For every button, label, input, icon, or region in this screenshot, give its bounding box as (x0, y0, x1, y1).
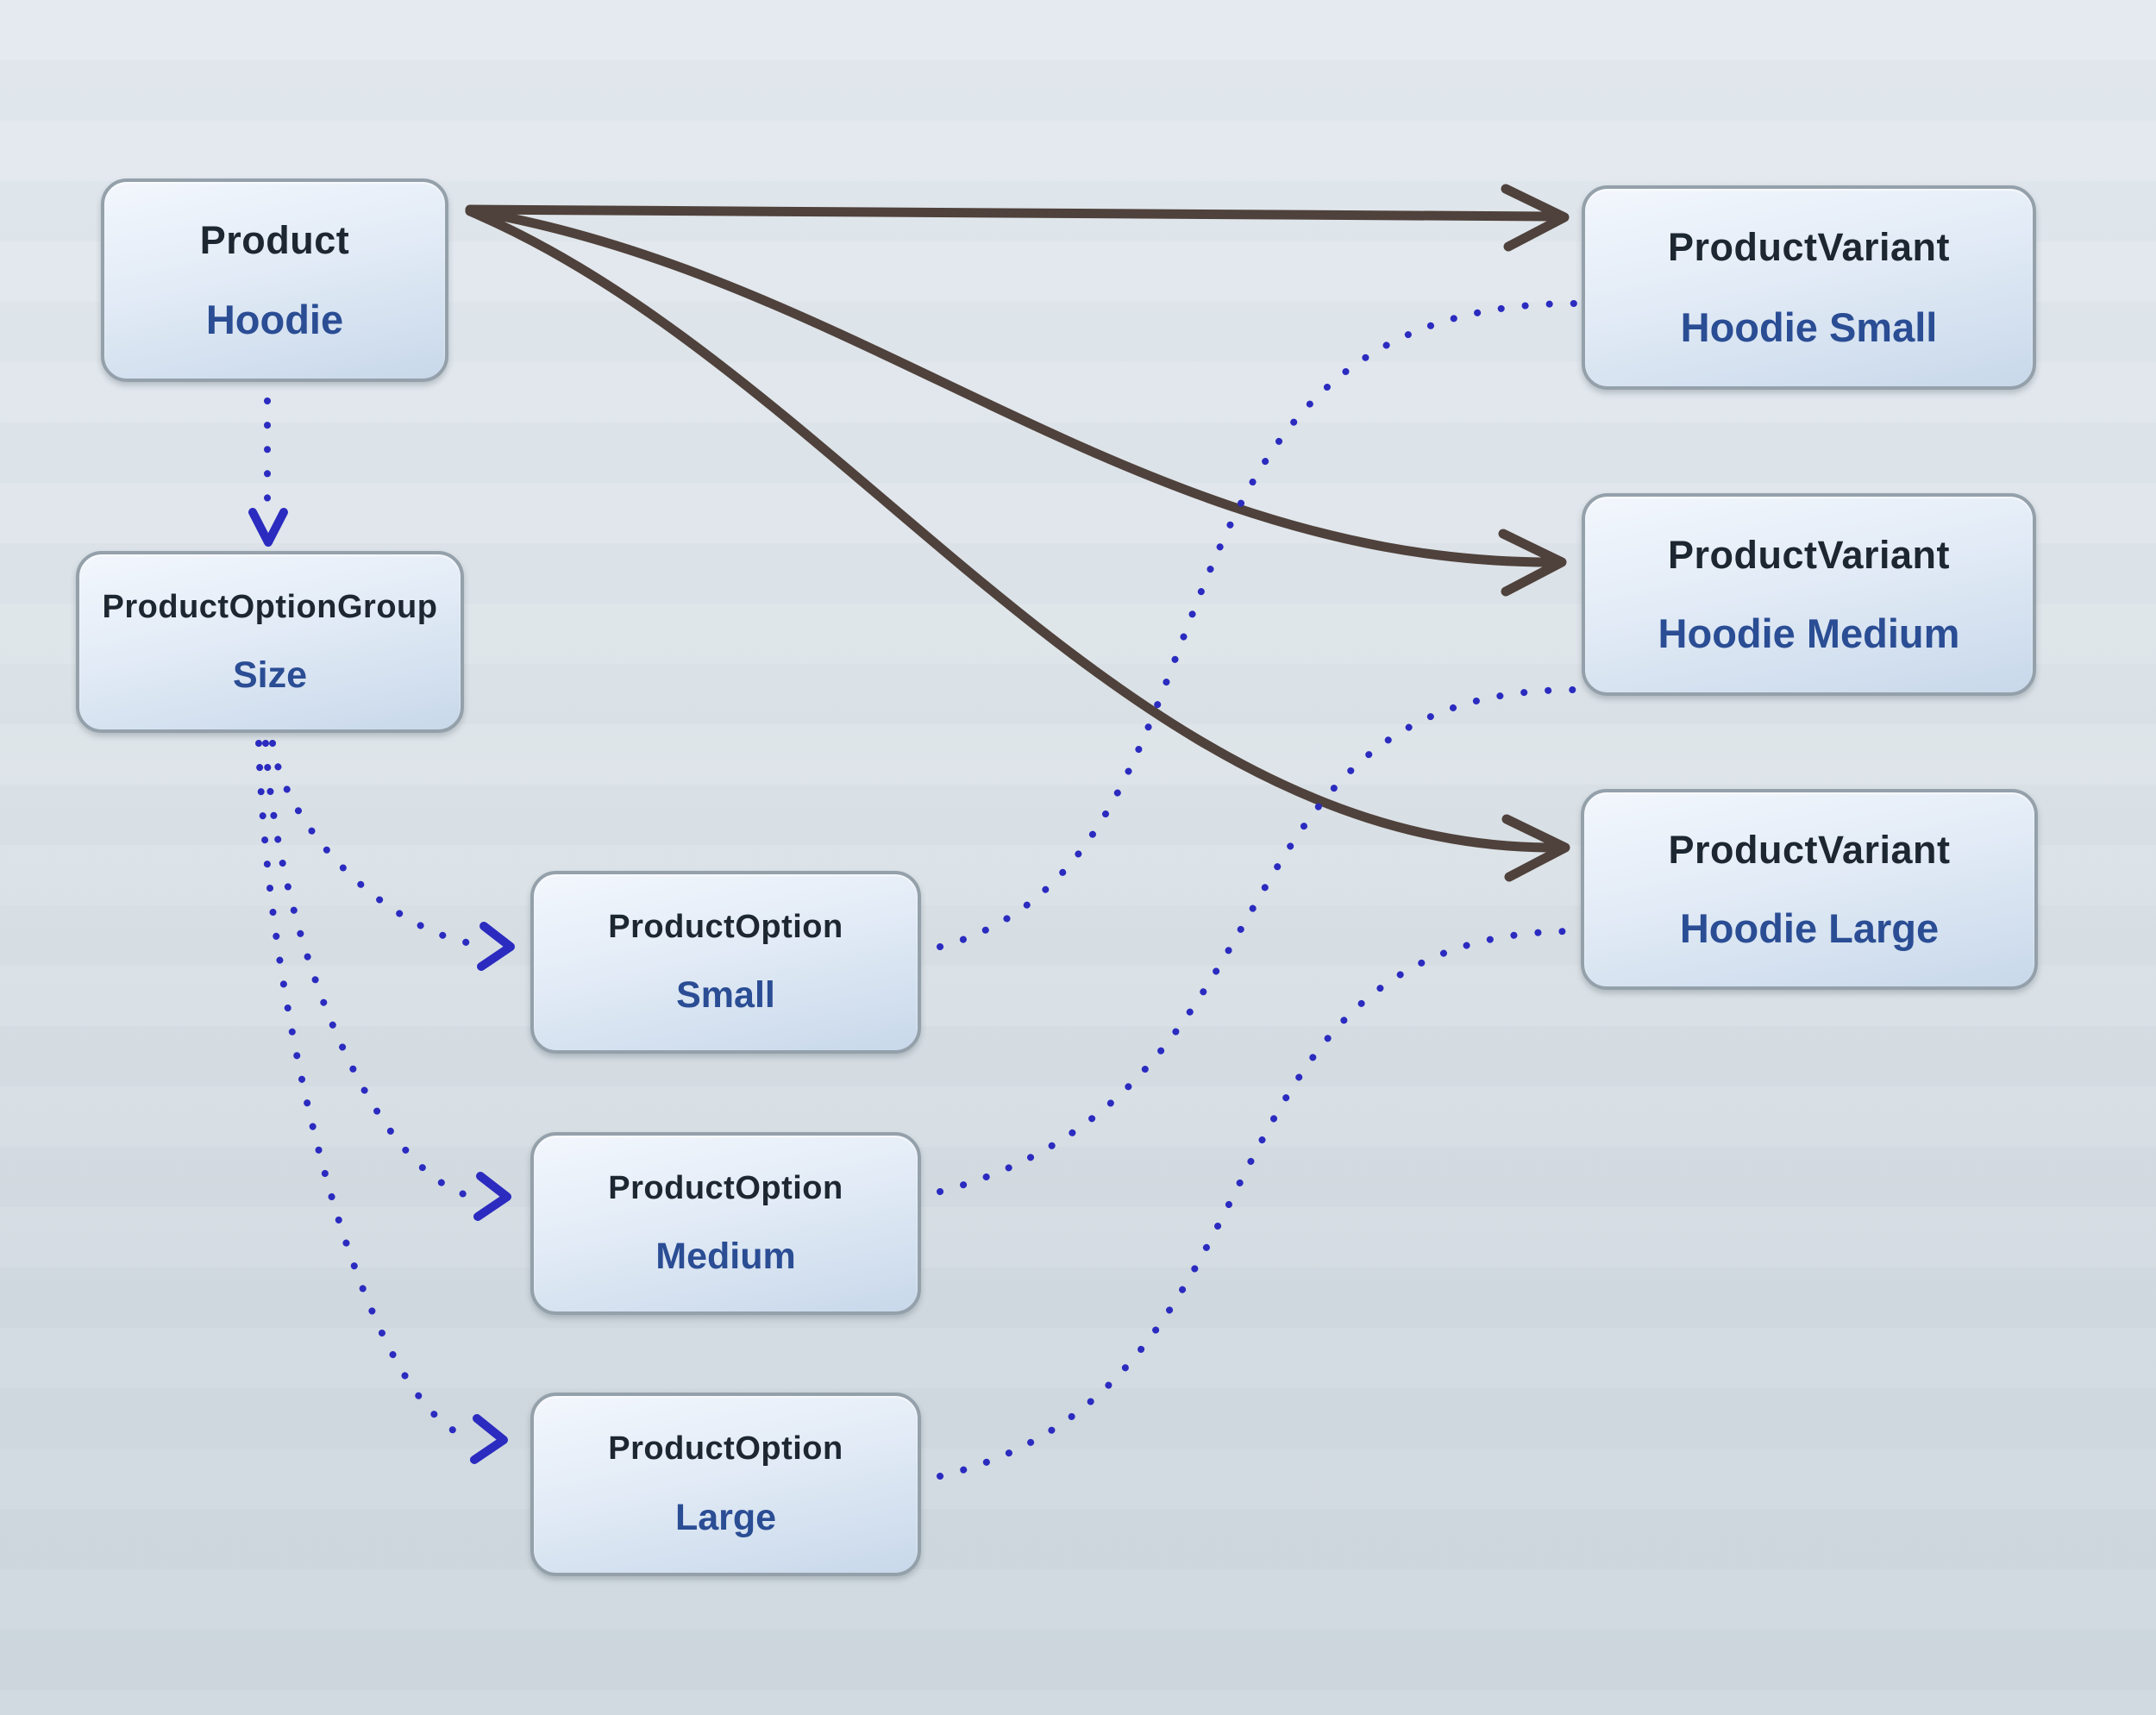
edge-option-medium-to-variant-medium (937, 686, 1578, 1195)
node-product-type: Product (199, 218, 350, 262)
node-product-variant-large: ProductVariant Hoodie Large (1581, 789, 2038, 990)
node-variant-large-type: ProductVariant (1668, 828, 1951, 873)
node-product-option-large: ProductOption Large (530, 1393, 921, 1576)
node-option-group-type: ProductOptionGroup (102, 588, 438, 625)
edge-group-to-option-small (269, 740, 479, 948)
node-product-value: Hoodie (205, 297, 344, 342)
arrowhead-option-large-icon (470, 1414, 508, 1464)
node-option-large-value: Large (674, 1497, 777, 1538)
arrowhead-variant-large-icon (1501, 814, 1570, 882)
arrowhead-variant-medium-icon (1498, 529, 1567, 597)
arrowhead-option-medium-icon (473, 1172, 511, 1221)
node-option-group-value: Size (232, 654, 308, 696)
node-variant-medium-value: Hoodie Medium (1658, 610, 1960, 657)
node-variant-small-value: Hoodie Small (1680, 304, 1938, 350)
node-variant-large-value: Hoodie Large (1679, 904, 1940, 951)
node-variant-small-type: ProductVariant (1667, 225, 1951, 270)
node-option-medium-value: Medium (655, 1236, 796, 1278)
edge-product-to-variant-small (465, 204, 1556, 222)
arrowhead-option-small-icon (477, 922, 515, 971)
edge-option-small-to-variant-small (937, 300, 1578, 950)
arrowhead-option-group-icon (248, 508, 288, 547)
edge-option-large-to-variant-large (937, 928, 1578, 1480)
node-option-large-type: ProductOption (608, 1430, 843, 1467)
node-option-medium-type: ProductOption (608, 1169, 843, 1206)
node-option-small-value: Small (676, 974, 775, 1017)
node-product-variant-medium: ProductVariant Hoodie Medium (1582, 493, 2036, 696)
node-variant-medium-type: ProductVariant (1667, 532, 1951, 577)
edge-product-to-variant-medium (465, 205, 1555, 567)
edge-product-to-variant-large (465, 206, 1557, 853)
node-product: Product Hoodie (101, 178, 448, 382)
node-product-option-group: ProductOptionGroup Size (76, 551, 464, 733)
node-product-variant-small: ProductVariant Hoodie Small (1582, 185, 2036, 390)
node-product-option-medium: ProductOption Medium (530, 1132, 921, 1315)
node-product-option-small: ProductOption Small (530, 871, 921, 1054)
node-option-small-type: ProductOption (608, 908, 843, 945)
arrowhead-variant-small-icon (1501, 184, 1570, 252)
